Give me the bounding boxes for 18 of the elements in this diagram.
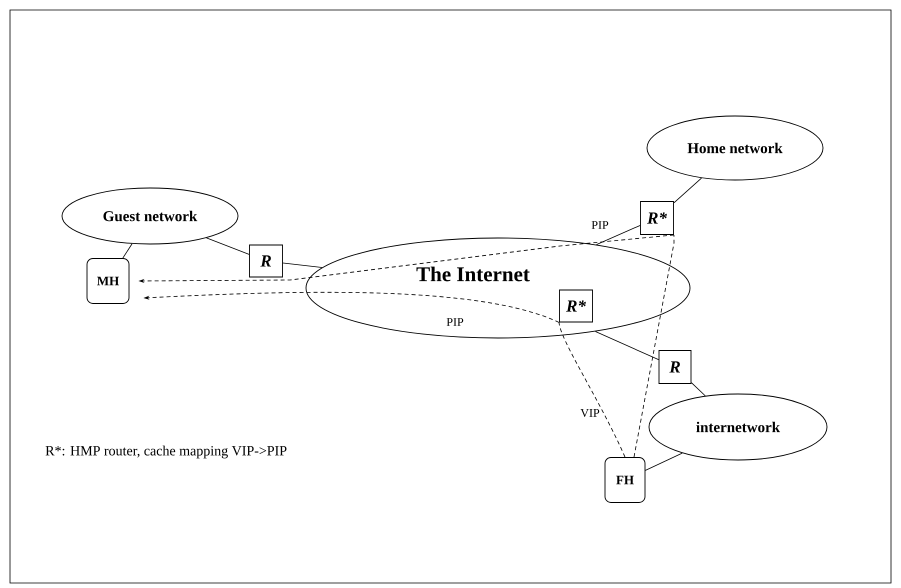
link-line [122, 243, 132, 258]
link-line [645, 452, 683, 471]
host-box: MH [86, 258, 130, 304]
link-line [596, 225, 640, 246]
link-line [674, 178, 702, 204]
link-line [595, 331, 659, 360]
legend-note: R*: HMP router, cache mapping VIP->PIP [46, 446, 286, 458]
host-box: FH [604, 457, 646, 503]
link-line [206, 238, 250, 255]
link-line [282, 262, 323, 268]
link-line [691, 382, 706, 396]
edge-label: VIP [580, 408, 600, 418]
edge-label: PIP [592, 221, 608, 229]
router-box: R* [640, 201, 674, 235]
router-box: R [658, 350, 692, 384]
router-box: R [249, 244, 283, 278]
router-box: R* [559, 290, 593, 322]
edge-label: PIP [446, 318, 464, 326]
